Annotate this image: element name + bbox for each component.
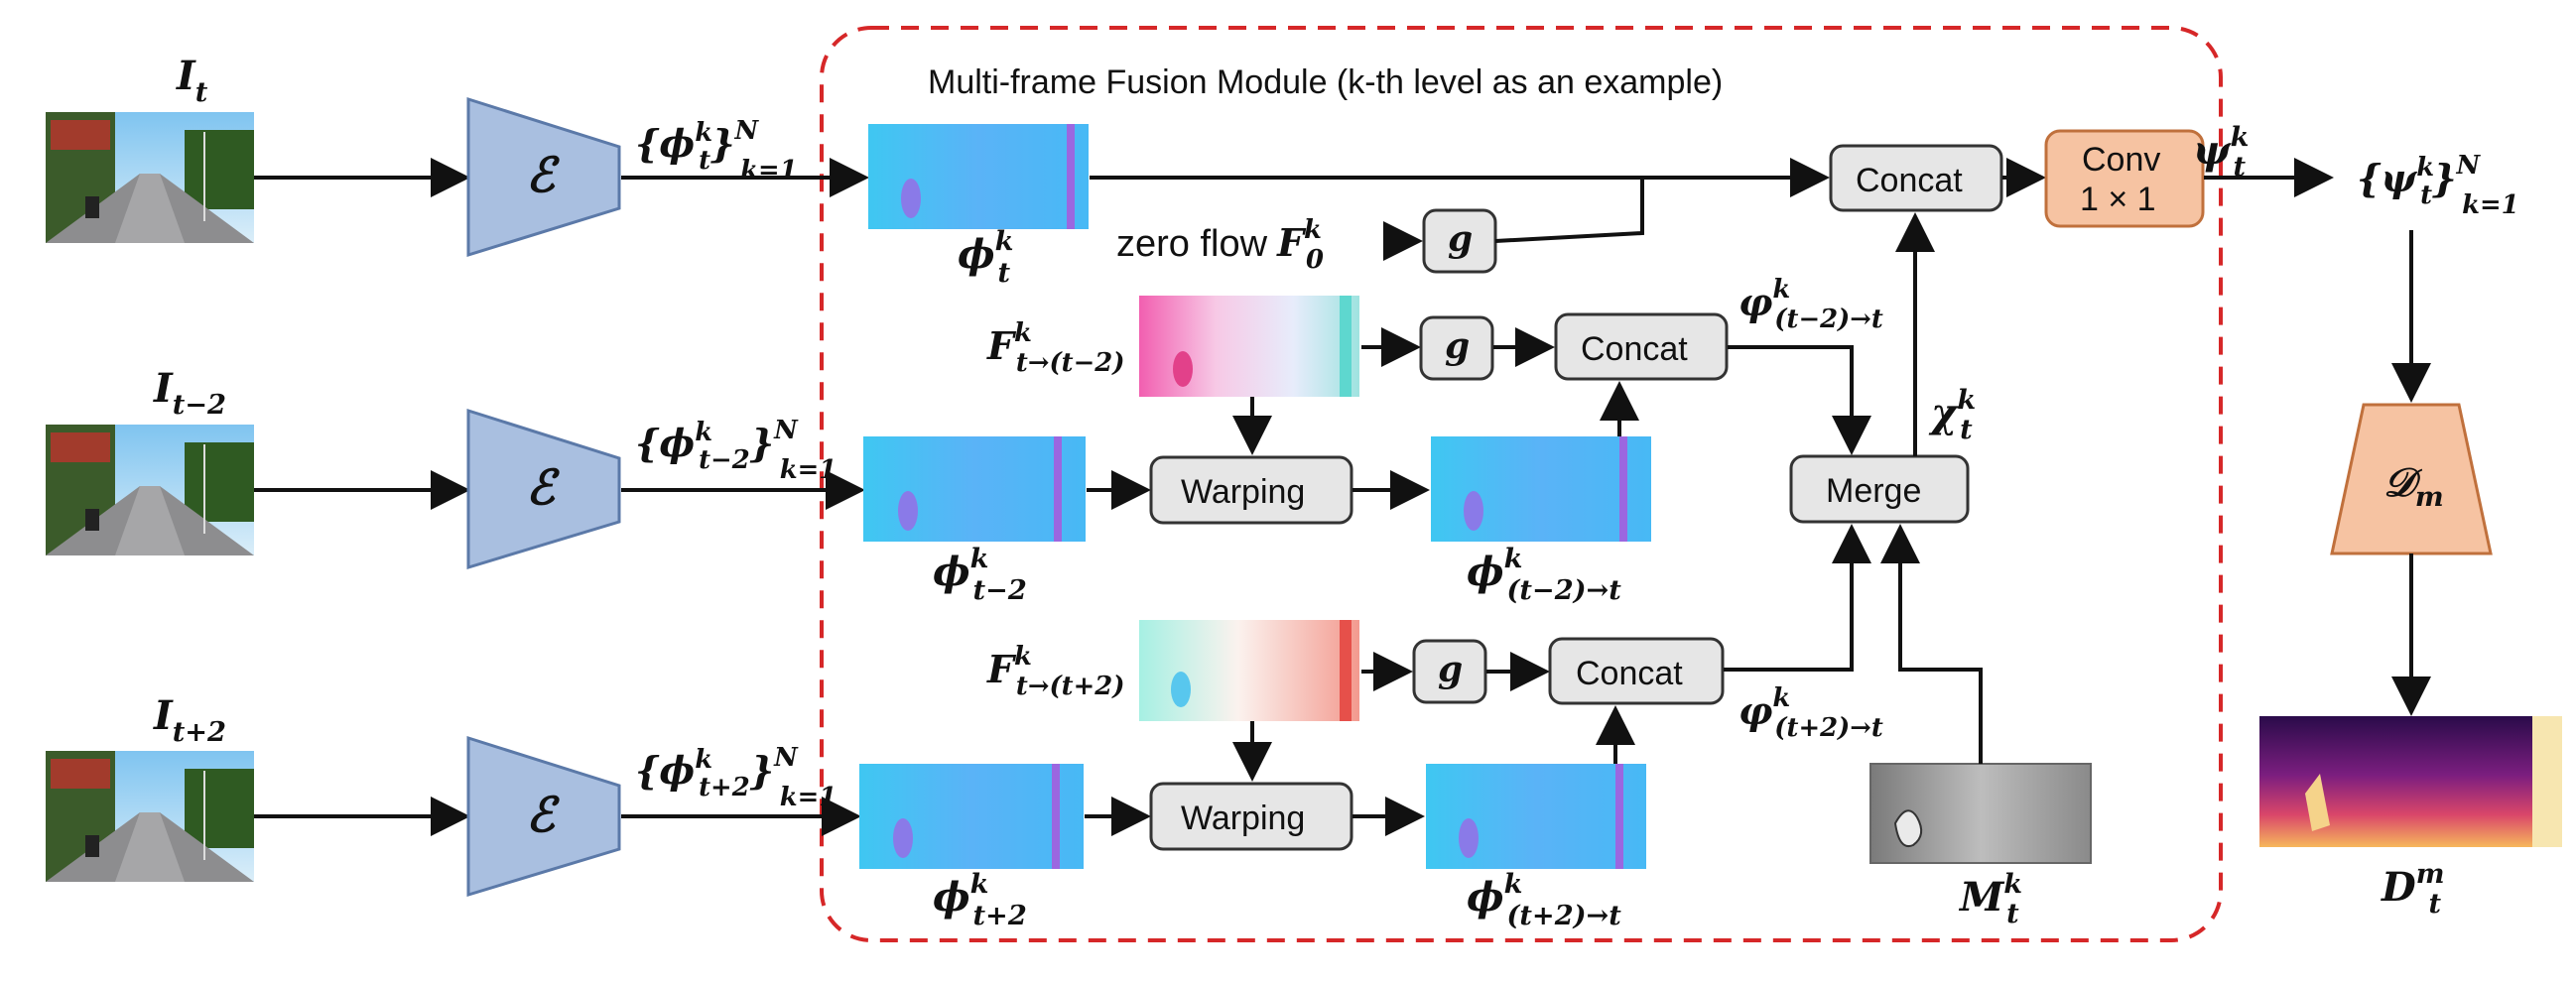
module-title: Multi-frame Fusion Module (k-th level as… <box>928 63 1723 101</box>
concat-block-top-label: Concat <box>1856 162 1963 199</box>
warping-block-tp2 <box>1149 782 1353 851</box>
encoder-t: ℰ <box>466 96 621 258</box>
frame-Itm2: It−2 <box>45 365 255 556</box>
g-block-tm2 <box>1419 315 1494 381</box>
arrow-concat-tm2-merge <box>1728 345 1871 455</box>
flow-map-tm2 <box>1139 296 1359 397</box>
warped-feature-tp2 <box>1426 764 1646 869</box>
conv-block-line1: Conv <box>2082 141 2160 179</box>
frame-Itm2-label: It−2 <box>153 365 226 421</box>
fusion-module-border <box>820 26 2223 942</box>
warped-feature-tp2-label: ϕk(t+2)→t <box>1467 868 1621 931</box>
frame-Itp2: It+2 <box>45 692 255 883</box>
flow-map-tp2 <box>1139 620 1359 721</box>
frame-It-label: It <box>176 53 208 108</box>
warping-block-tm2 <box>1149 455 1353 525</box>
arrow-concat-tp2-merge <box>1724 524 1871 672</box>
concat-block-tp2-label: Concat <box>1576 655 1683 692</box>
varphi-tp2-label: φk(t+2)→t <box>1739 683 1883 743</box>
feature-map-tm2 <box>863 436 1086 542</box>
concat-block-tm2 <box>1554 312 1729 381</box>
decoder: 𝒟m <box>2330 403 2493 555</box>
g-block-tp2 <box>1412 639 1487 704</box>
frame-Itp2-label: It+2 <box>153 692 226 748</box>
conv-block-line2: 1 × 1 <box>2080 181 2156 218</box>
concat-block-tm2-label: Concat <box>1581 330 1688 368</box>
varphi-tm2-label: φk(t−2)→t <box>1739 275 1883 334</box>
g-block-zero-label: g <box>1448 218 1473 260</box>
merge-block-label: Merge <box>1826 472 1921 510</box>
warping-block-tp2-label: Warping <box>1181 800 1305 837</box>
g-block-tm2-label: g <box>1445 325 1470 367</box>
encoder-tp2: ℰ <box>466 735 621 898</box>
g-block-tp2-label: g <box>1438 649 1463 690</box>
encoder-tm2: ℰ <box>466 408 621 570</box>
feature-map-t <box>868 124 1089 229</box>
feature-map-tp2 <box>859 764 1084 869</box>
merge-block <box>1789 454 1970 524</box>
warped-feature-tm2-label: ϕk(t−2)→t <box>1467 543 1621 606</box>
arrow-mask-merge <box>1880 524 1983 764</box>
mask-map <box>1869 763 2092 864</box>
depth-map <box>2259 716 2562 847</box>
decoder-label: 𝒟m <box>2383 459 2444 513</box>
frame-It: It <box>45 53 255 244</box>
line-g-zero-join <box>1494 178 1644 243</box>
concat-block-tp2 <box>1548 637 1725 705</box>
warping-block-tm2-label: Warping <box>1181 473 1305 511</box>
warped-feature-tm2 <box>1431 436 1651 542</box>
conv-block <box>2044 129 2205 228</box>
concat-block-top <box>1829 144 2003 212</box>
